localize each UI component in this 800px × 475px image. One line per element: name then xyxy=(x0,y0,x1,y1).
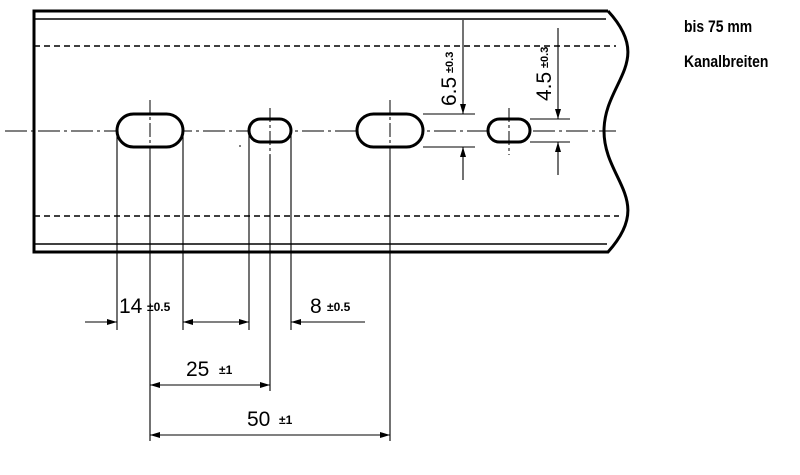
dim-6-5-tolerance: ±0.3 xyxy=(444,52,456,73)
dim-25-value: 25 xyxy=(186,358,209,381)
note-width-limit: bis 75 mm xyxy=(684,17,753,36)
note-channel-widths: Kanalbreiten xyxy=(684,52,769,71)
dim-50-tolerance: ±1 xyxy=(279,413,293,427)
dim-50-value: 50 xyxy=(247,408,270,431)
dim-25-tolerance: ±1 xyxy=(219,363,233,377)
dim-4-5-tolerance: ±0.3 xyxy=(539,47,551,68)
dimension-labels: 14 ±0.5 8 ±0.5 25 ±1 50 ±1 6.5 ±0.3 4.5 … xyxy=(119,47,556,431)
dimension-lines xyxy=(85,20,561,438)
dim-8-value: 8 xyxy=(310,295,322,318)
dim-4-5-value: 4.5 xyxy=(533,72,556,101)
rail-outline xyxy=(32,9,630,254)
dim-8-tolerance: ±0.5 xyxy=(327,300,351,314)
rail-profile xyxy=(5,9,630,254)
dim-14-value: 14 xyxy=(119,295,143,318)
slot-centerlines xyxy=(149,100,510,160)
extension-lines xyxy=(116,113,570,441)
dim-14-tolerance: ±0.5 xyxy=(147,300,171,314)
dim-6-5-value: 6.5 xyxy=(438,77,461,106)
